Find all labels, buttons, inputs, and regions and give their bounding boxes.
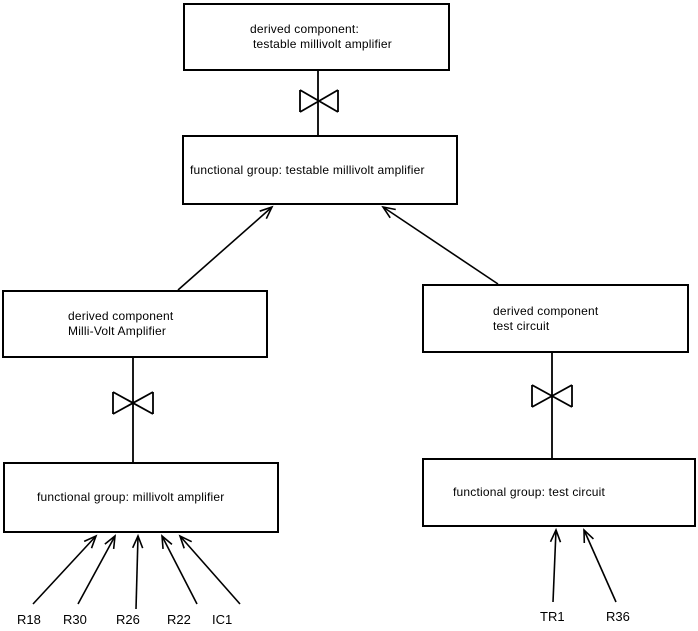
edge-r22-to-fg-millivolt — [161, 534, 198, 605]
node-label: functional group: millivolt amplifier — [37, 490, 225, 504]
edge-r26-to-fg-millivolt — [131, 533, 144, 610]
node-label: Milli-Volt Amplifier — [68, 324, 167, 338]
node-functional-group-test-circuit[interactable]: functional group: test circuit — [422, 458, 696, 527]
node-label: functional group: testable millivolt amp… — [190, 162, 425, 177]
node-label: testable millivolt amplifier — [253, 37, 392, 51]
edge-r18-to-fg-millivolt — [32, 534, 98, 605]
bowtie-icon — [531, 384, 573, 408]
component-label-ic1[interactable]: IC1 — [212, 612, 233, 627]
node-derived-component-milli-volt-amplifier[interactable]: derived component Milli-Volt Amplifier — [2, 290, 268, 358]
component-label-r36[interactable]: R36 — [606, 609, 630, 624]
node-functional-group-millivolt-amplifier[interactable]: functional group: millivolt amplifier — [3, 462, 279, 533]
node-label: functional group: test circuit — [453, 485, 606, 499]
bowtie-icon — [299, 89, 339, 113]
node-derived-component-test-circuit[interactable]: derived component test circuit — [422, 284, 689, 353]
component-label-r26[interactable]: R26 — [116, 612, 140, 627]
component-label-r18[interactable]: R18 — [17, 612, 41, 627]
node-derived-component-testable-millivolt-amplifier[interactable]: derived component: testable millivolt am… — [183, 3, 450, 71]
edge-ic1-to-fg-millivolt — [178, 534, 241, 605]
edge-tr1-to-fg-test — [549, 527, 562, 603]
component-label-r30[interactable]: R30 — [63, 612, 87, 627]
bowtie-icon — [112, 391, 154, 415]
edge-r36-to-fg-test — [583, 528, 617, 603]
node-label: derived component — [493, 303, 599, 318]
node-functional-group-testable-millivolt-amplifier[interactable]: functional group: testable millivolt amp… — [182, 135, 458, 205]
edge-r30-to-fg-millivolt — [77, 534, 116, 605]
edge-derived-millivolt-to-fg-testable — [177, 205, 274, 291]
edge-derived-test-to-fg-testable — [381, 205, 499, 285]
node-label: derived component: — [250, 22, 359, 36]
component-label-r22[interactable]: R22 — [167, 612, 191, 627]
node-label: test circuit — [493, 318, 550, 333]
node-label: derived component — [68, 309, 174, 323]
component-label-tr1[interactable]: TR1 — [540, 609, 565, 624]
